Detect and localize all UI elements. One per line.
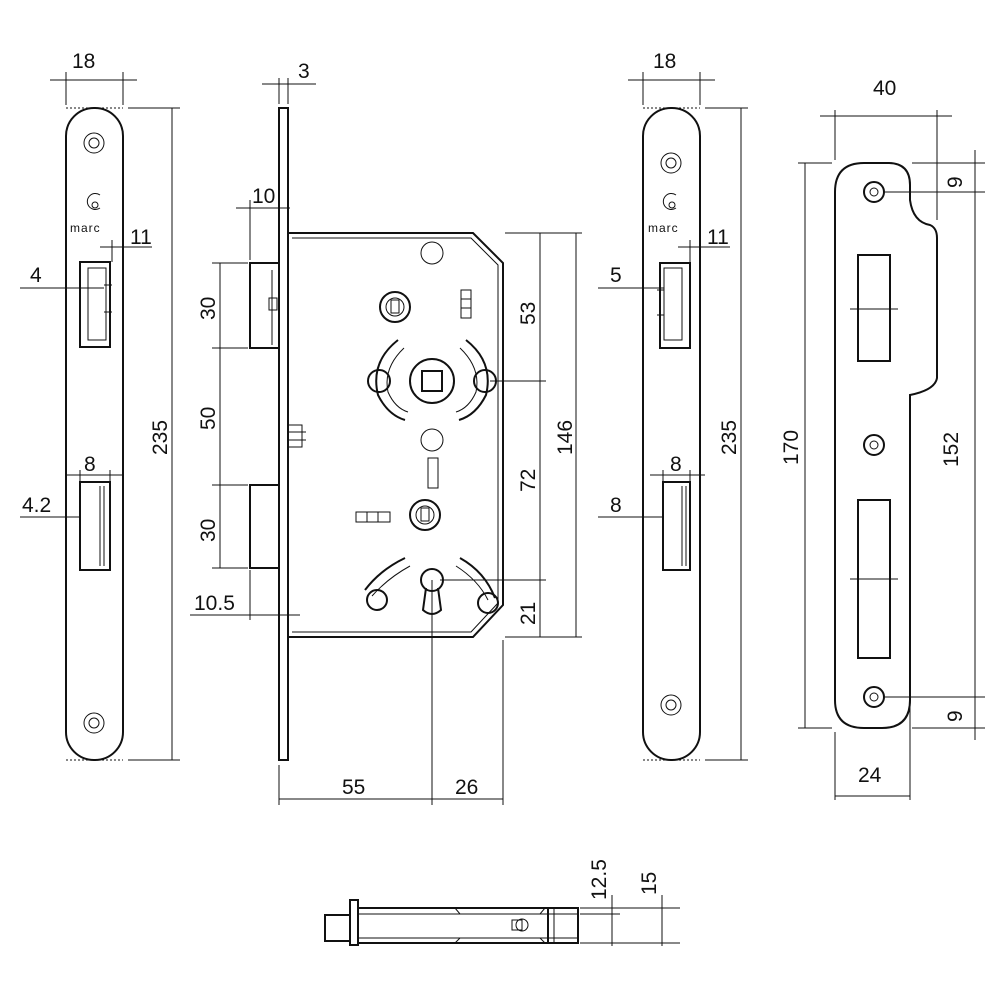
dim-width-18-right: 18 [653, 50, 676, 73]
dim-40: 40 [873, 77, 896, 100]
side-body [357, 907, 579, 944]
dim-12-5: 12.5 [588, 859, 611, 900]
dim-21: 21 [517, 602, 540, 625]
cylinder-lower-icon [409, 499, 441, 531]
dim-152: 152 [940, 432, 963, 467]
dim-72: 72 [517, 469, 540, 492]
side-view [324, 899, 579, 946]
dim-width-18-left: 18 [72, 50, 95, 73]
dim-8-left: 8 [84, 453, 96, 476]
lock-body [249, 107, 504, 761]
bolt-cutout [79, 481, 111, 571]
screw-hole-icon [83, 132, 105, 154]
dim-4-2-left: 4.2 [22, 494, 51, 517]
dim-50: 50 [197, 407, 220, 430]
dead-bolt [249, 484, 280, 569]
dim-30-lower: 30 [197, 519, 220, 542]
dim-55: 55 [342, 776, 365, 799]
latch-bolt [249, 262, 280, 349]
dim-height-235-left: 235 [149, 420, 172, 455]
dim-26: 26 [455, 776, 478, 799]
side-latch-tip [324, 914, 351, 942]
strike-plate [834, 162, 938, 729]
dim-53: 53 [517, 302, 540, 325]
screw-hole-icon [83, 712, 105, 734]
dim-10-5: 10.5 [194, 592, 235, 615]
dim-8-right-top: 8 [670, 453, 682, 476]
dim-height-235-right: 235 [718, 420, 741, 455]
dim-146: 146 [554, 420, 577, 455]
latch-cutout [79, 261, 111, 348]
dim-30-upper: 30 [197, 297, 220, 320]
dim-5-right: 5 [610, 264, 622, 287]
faceplate-right: marc [642, 107, 701, 761]
lock-body-dims: 3 10 30 50 30 10.5 55 26 53 72 21 146 [190, 60, 582, 805]
cylinder-upper-icon [379, 291, 411, 323]
faceplate-left: marc [65, 107, 124, 761]
spindle-square-icon [421, 370, 443, 392]
bolt-cutout-right [662, 481, 691, 571]
brand-text-right: marc [648, 221, 679, 235]
mount-hole-icon [420, 241, 444, 265]
dim-15: 15 [638, 872, 661, 895]
dim-24: 24 [858, 764, 882, 787]
faceplate-right-dims: 18 235 11 5 8 8 [598, 50, 748, 761]
brand-text: marc [70, 221, 101, 235]
screw-hole-icon [863, 181, 885, 203]
screw-hole-icon [863, 434, 885, 456]
strike-plate-dims: 40 170 9 152 9 24 [780, 77, 985, 800]
side-view-dims: 12.5 15 [580, 859, 680, 946]
dim-11-right: 11 [707, 226, 729, 249]
spindle-hub-icon [409, 358, 455, 404]
brand-logo-icon [662, 193, 677, 210]
latch-hole [857, 254, 891, 362]
dim-9-bottom: 9 [944, 710, 967, 722]
brand-logo-icon [86, 193, 101, 210]
dim-9-top: 9 [944, 176, 967, 188]
strike-outline [834, 162, 938, 729]
dim-3: 3 [298, 60, 310, 83]
dim-8-right-side: 8 [610, 494, 622, 517]
faceplate-left-dims: 18 235 11 4 8 4.2 [20, 50, 180, 761]
latch-cutout-right [659, 262, 691, 349]
dim-10: 10 [252, 185, 275, 208]
dim-4-left: 4 [30, 264, 42, 287]
screw-hole-icon [863, 686, 885, 708]
screw-hole-icon [660, 152, 682, 174]
dim-11-left: 11 [130, 226, 152, 249]
screw-hole-icon [660, 694, 682, 716]
front-plate [278, 107, 289, 761]
lock-case [288, 232, 504, 638]
dim-170: 170 [780, 430, 803, 465]
